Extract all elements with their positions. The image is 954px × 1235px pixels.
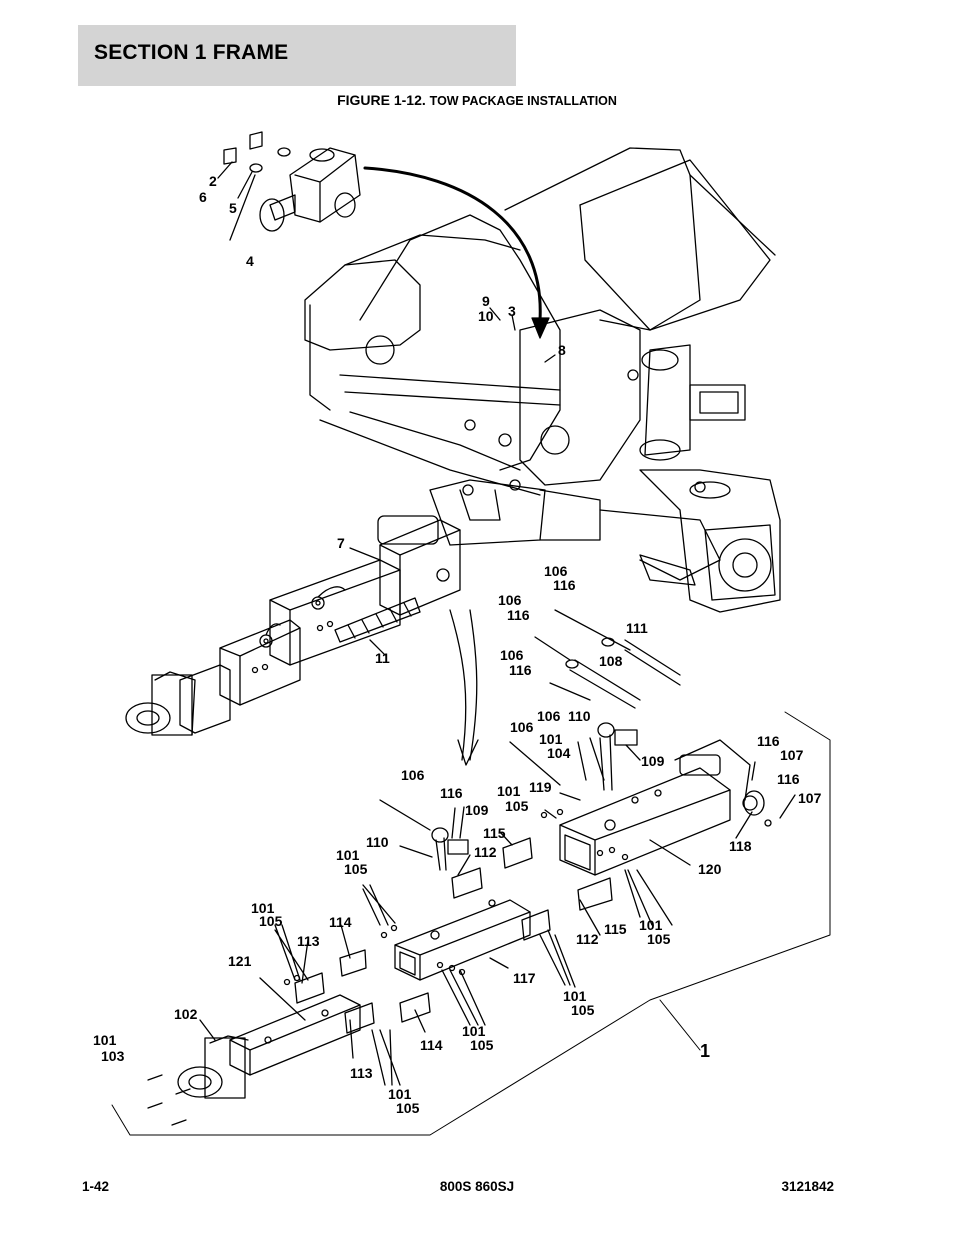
callout-109: 109: [641, 753, 665, 769]
callout-110: 110: [568, 708, 591, 724]
callout-121: 121: [228, 953, 252, 969]
callout-120: 120: [698, 861, 722, 877]
callout-108: 108: [599, 653, 623, 669]
callout-112: 112: [576, 931, 599, 947]
part-number: 3121842: [781, 1179, 834, 1194]
callout-114: 114: [329, 914, 352, 930]
page-number: 1-42: [82, 1179, 110, 1194]
callout-105: 105: [505, 798, 529, 814]
callout-119: 119: [529, 779, 552, 795]
callout-labels: 2 6 5 4 9 10 3 8 7 11 106 116 106 116 11…: [93, 173, 822, 1116]
model-number: 800S 860SJ: [439, 1179, 515, 1194]
callout-106: 106: [537, 708, 561, 724]
callout-9: 9: [482, 293, 490, 309]
callout-101: 101: [563, 988, 587, 1004]
callout-3: 3: [508, 303, 516, 319]
callout-105: 105: [259, 913, 283, 929]
upper-leaders: [349, 307, 556, 656]
callout-106: 106: [401, 767, 425, 783]
callout-5: 5: [229, 200, 237, 216]
callout-101: 101: [388, 1086, 412, 1102]
callout-105: 105: [647, 931, 671, 947]
callout-106: 106: [510, 719, 534, 735]
callout-6: 6: [199, 189, 207, 205]
small-parts: [217, 131, 361, 241]
section-header: SECTION 1 FRAME: [78, 25, 516, 86]
callout-101: 101: [497, 783, 521, 799]
callout-101: 101: [462, 1023, 486, 1039]
callout-103: 103: [101, 1048, 125, 1064]
callout-101: 101: [539, 731, 563, 747]
figure-caption: FIGURE 1-12. TOW PACKAGE INSTALLATION: [0, 92, 954, 108]
callout-107: 107: [780, 747, 804, 763]
callout-114: 114: [420, 1037, 443, 1053]
callout-113: 113: [297, 933, 320, 949]
callout-101: 101: [251, 900, 275, 916]
section-title: SECTION 1 FRAME: [94, 41, 289, 64]
callout-116: 116: [440, 785, 463, 801]
callout-116: 116: [507, 607, 530, 623]
callout-116: 116: [509, 662, 532, 678]
callout-110: 110: [366, 834, 389, 850]
callout-106: 106: [500, 647, 524, 663]
callout-112: 112: [474, 844, 497, 860]
callout-104: 104: [547, 745, 571, 761]
callout-116: 116: [553, 577, 576, 593]
callout-4: 4: [246, 253, 254, 269]
machine-frame: [304, 147, 781, 613]
callout-1: 1: [700, 1041, 710, 1061]
callout-111: 111: [626, 620, 648, 636]
installation-arrow: [363, 166, 550, 766]
callout-102: 102: [174, 1006, 198, 1022]
callout-118: 118: [729, 838, 752, 854]
callout-11: 11: [375, 650, 390, 666]
callout-106: 106: [544, 563, 568, 579]
callout-115: 115: [483, 825, 506, 841]
callout-10: 10: [478, 308, 494, 324]
callout-101: 101: [93, 1032, 117, 1048]
callout-115: 115: [604, 921, 627, 937]
callout-7: 7: [337, 535, 345, 551]
tow-bar-assembled: [125, 515, 461, 736]
callout-109: 109: [465, 802, 489, 818]
callout-105: 105: [344, 861, 368, 877]
callout-113: 113: [350, 1065, 373, 1081]
callout-117: 117: [513, 970, 536, 986]
callout-116: 116: [757, 733, 780, 749]
callout-101: 101: [336, 847, 360, 863]
callout-2: 2: [209, 173, 217, 189]
callout-116: 116: [777, 771, 800, 787]
callout-8: 8: [558, 342, 566, 358]
callout-105: 105: [396, 1100, 420, 1116]
callout-106: 106: [498, 592, 522, 608]
callout-107: 107: [798, 790, 822, 806]
callout-105: 105: [470, 1037, 494, 1053]
callout-105: 105: [571, 1002, 595, 1018]
figure-number: FIGURE 1-12.: [337, 92, 426, 108]
figure-title: TOW PACKAGE INSTALLATION: [429, 94, 617, 108]
callout-101: 101: [639, 917, 663, 933]
exploded-view: [111, 609, 831, 1136]
